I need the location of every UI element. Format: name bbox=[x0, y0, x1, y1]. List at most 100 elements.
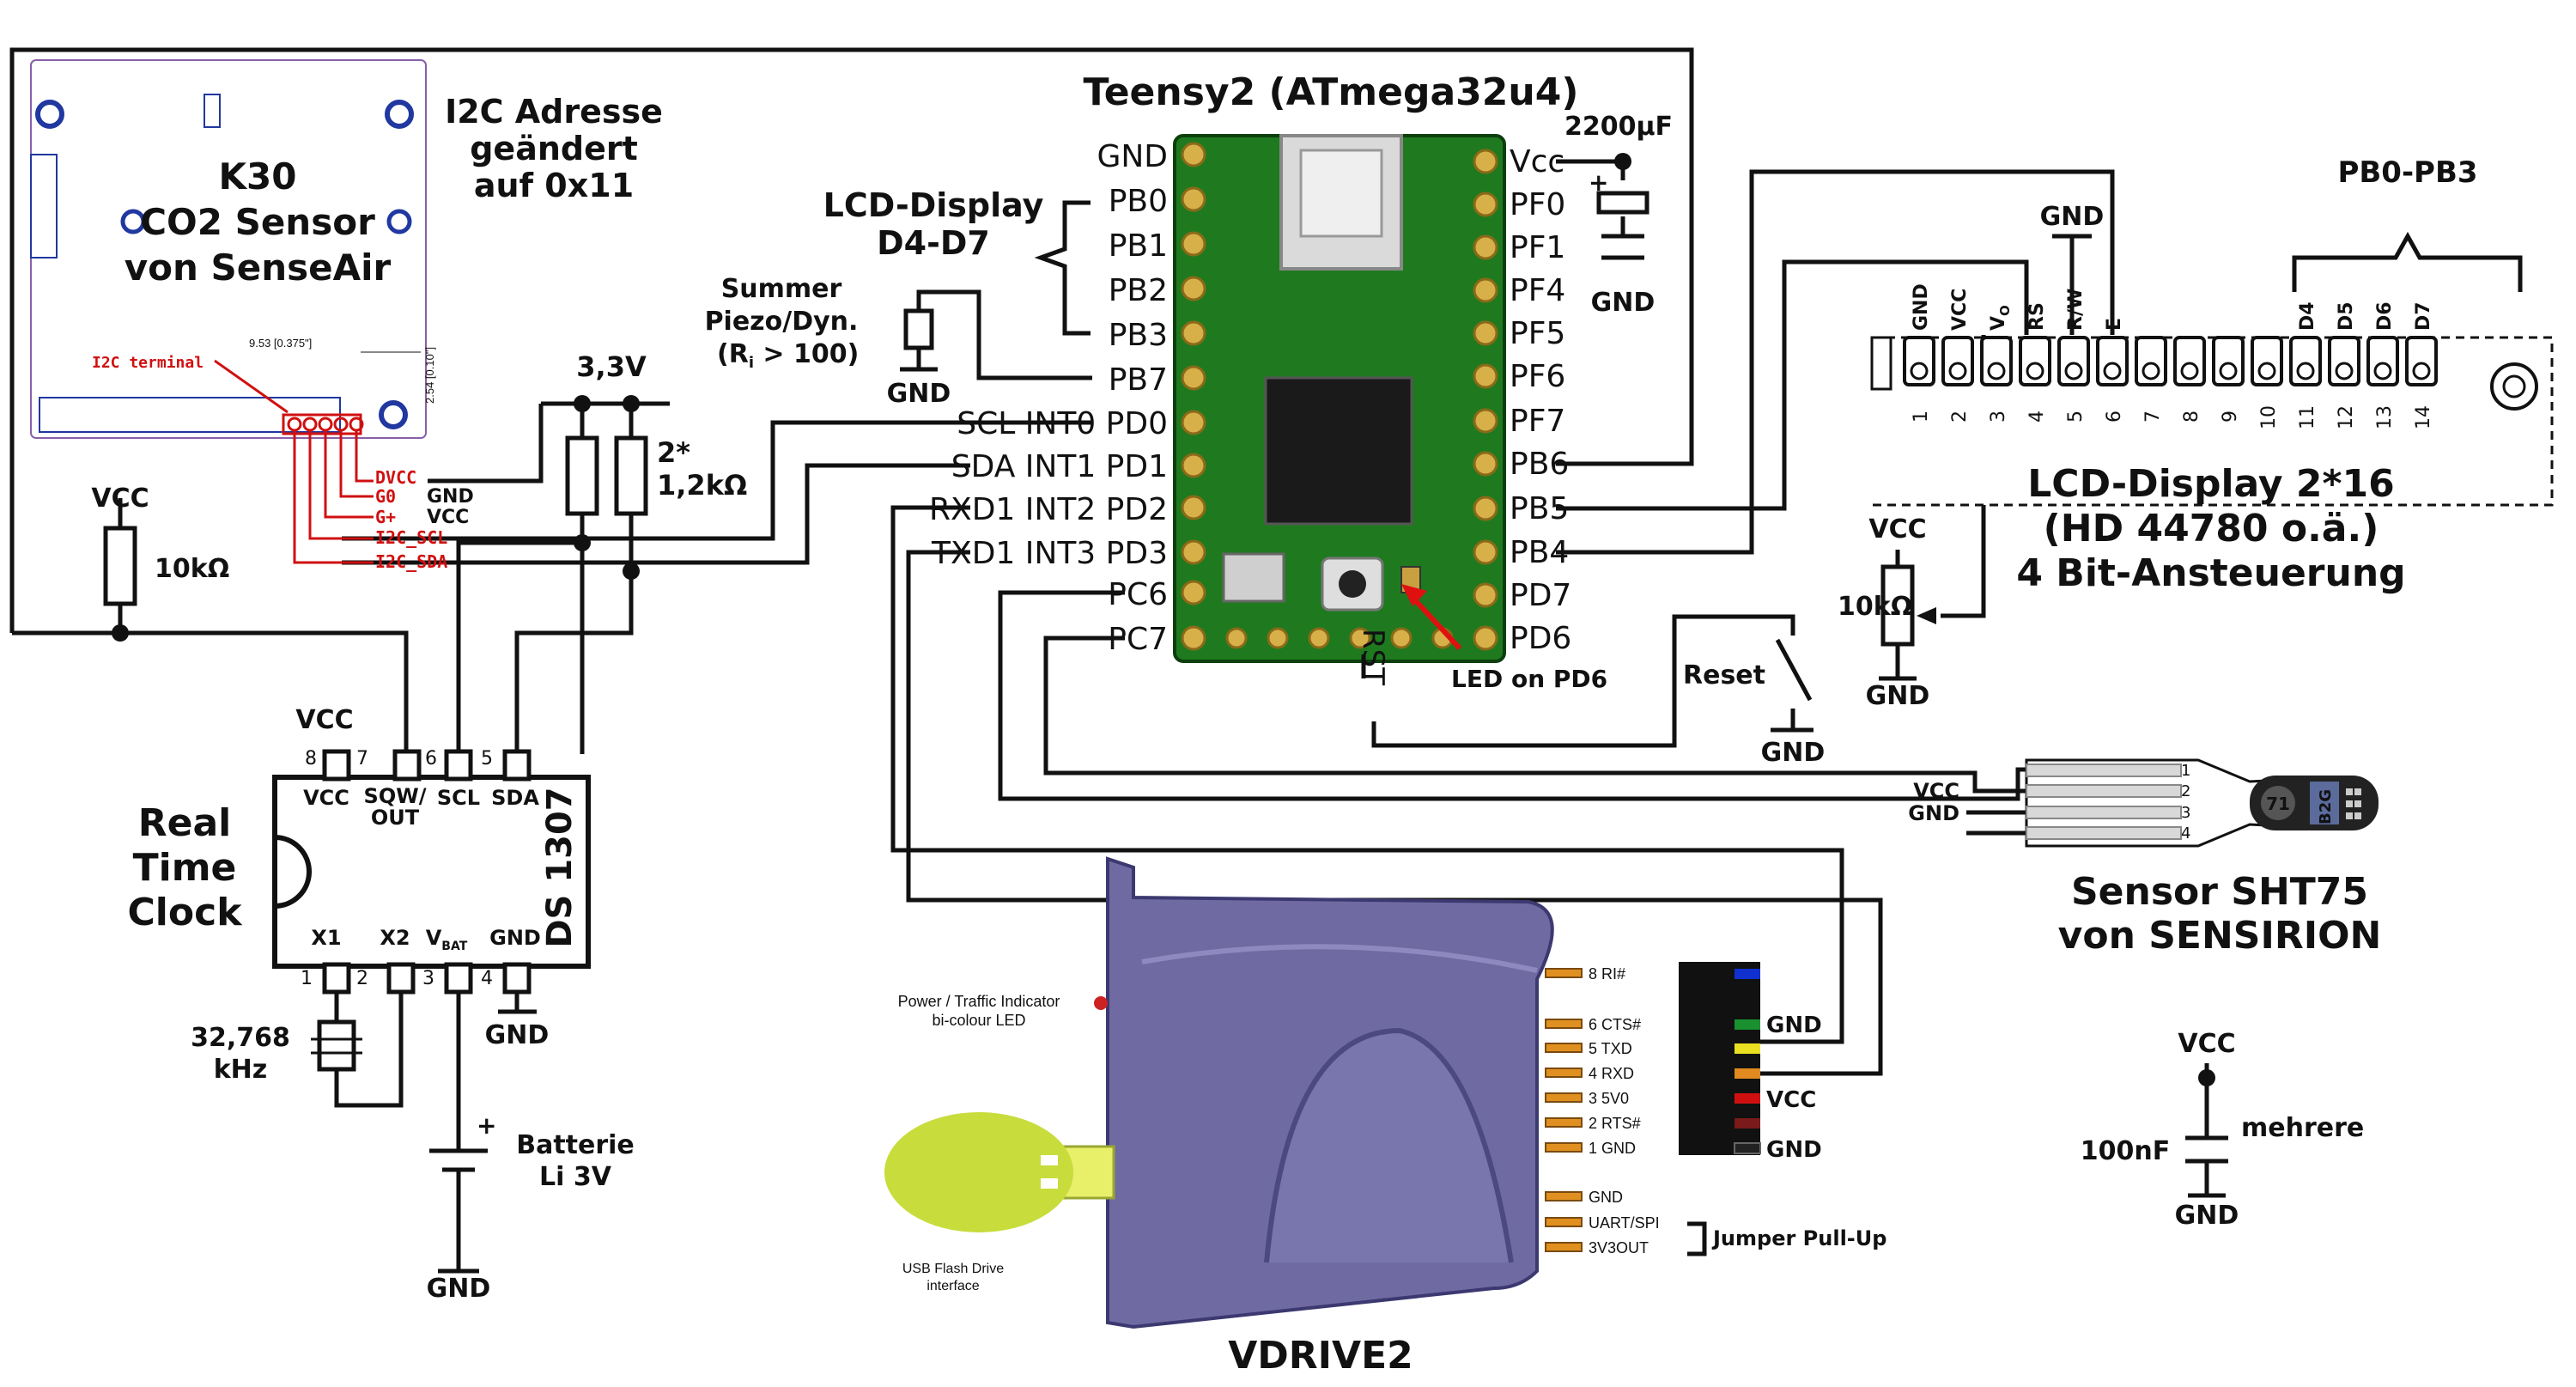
svg-text:X2: X2 bbox=[380, 926, 410, 950]
k30-pullup-value: 10kΩ bbox=[155, 554, 229, 584]
svg-text:GND: GND bbox=[1589, 1189, 1623, 1206]
svg-text:OUT: OUT bbox=[371, 806, 420, 830]
g0-gnd-note: GND bbox=[427, 486, 474, 508]
svg-text:GND: GND bbox=[489, 926, 541, 950]
battery-label: Batterie bbox=[516, 1130, 635, 1160]
svg-text:D5: D5 bbox=[2336, 301, 2357, 331]
decoupling-gnd: GND bbox=[2175, 1201, 2239, 1231]
svg-text:RXD1 INT2 PD2: RXD1 INT2 PD2 bbox=[929, 492, 1168, 527]
svg-text:PB0: PB0 bbox=[1109, 184, 1168, 219]
usb-label: USB Flash Drive bbox=[902, 1262, 1004, 1276]
svg-text:3: 3 bbox=[1988, 411, 2009, 423]
svg-text:1 GND: 1 GND bbox=[1589, 1140, 1636, 1157]
svg-text:5: 5 bbox=[2065, 411, 2087, 423]
pin-dvcc: DVCC bbox=[375, 467, 416, 488]
svg-text:8 RI#: 8 RI# bbox=[1589, 965, 1625, 982]
power-led-label: Power / Traffic Indicator bbox=[898, 993, 1060, 1010]
led-arrow-icon bbox=[1401, 584, 1427, 606]
rtc-ds1307: DS 1307 VCC SQW/ OUT SCL SDA X1 X2 VBAT … bbox=[272, 748, 591, 995]
rtc-title-1: Real bbox=[138, 801, 232, 845]
sht75-gnd: GND bbox=[1908, 801, 1959, 825]
crystal-unit: kHz bbox=[214, 1055, 268, 1085]
decoupling-note: mehrere bbox=[2241, 1113, 2364, 1143]
jumper-label: Jumper Pull-Up bbox=[1711, 1226, 1886, 1250]
svg-text:5 TXD: 5 TXD bbox=[1589, 1040, 1632, 1057]
pin-g0: G0 bbox=[375, 486, 396, 507]
sht75-vcc: VCC bbox=[1913, 779, 1959, 803]
gnd-rw: GND bbox=[2040, 202, 2105, 232]
crystal bbox=[317, 1019, 356, 1072]
svg-text:D7: D7 bbox=[2413, 301, 2434, 331]
vdrive-gnd-cts: GND bbox=[1766, 1013, 1822, 1038]
teensy-pads-bottom bbox=[1225, 627, 1454, 649]
svg-text:PB7: PB7 bbox=[1109, 362, 1168, 398]
svg-text:(Ri > 100): (Ri > 100) bbox=[717, 339, 859, 372]
svg-text:4: 4 bbox=[2181, 824, 2190, 843]
svg-text:5: 5 bbox=[481, 748, 493, 770]
svg-text:2: 2 bbox=[1949, 411, 1971, 423]
svg-text:SCL INT0 PD0: SCL INT0 PD0 bbox=[957, 406, 1168, 441]
svg-text:PB2: PB2 bbox=[1109, 273, 1168, 308]
svg-text:1: 1 bbox=[1911, 411, 1932, 423]
svg-text:Summer: Summer bbox=[721, 274, 842, 304]
svg-text:I2C Adresse: I2C Adresse bbox=[445, 93, 663, 131]
potentiometer-contrast bbox=[1880, 564, 1915, 647]
svg-text:1: 1 bbox=[301, 968, 313, 989]
led-label: LED on PD6 bbox=[1451, 665, 1607, 693]
svg-text:TXD1 INT3 PD3: TXD1 INT3 PD3 bbox=[931, 536, 1168, 571]
svg-text:PF7: PF7 bbox=[1510, 404, 1565, 439]
rtc-chip-name: DS 1307 bbox=[540, 787, 580, 947]
battery-voltage: Li 3V bbox=[539, 1162, 612, 1192]
svg-text:PC7: PC7 bbox=[1108, 622, 1168, 657]
svg-text:VBAT: VBAT bbox=[426, 926, 468, 953]
svg-text:3 5V0: 3 5V0 bbox=[1589, 1090, 1629, 1107]
i2c-terminal-label: I2C terminal bbox=[92, 354, 204, 372]
resistor-pullup-scl bbox=[565, 435, 599, 516]
svg-text:4: 4 bbox=[2026, 411, 2048, 423]
svg-text:PF1: PF1 bbox=[1510, 230, 1565, 265]
svg-text:7: 7 bbox=[2142, 411, 2164, 423]
vdrive-vcc: VCC bbox=[1766, 1087, 1816, 1113]
svg-text:PF4: PF4 bbox=[1510, 273, 1565, 308]
mount-hole-icon bbox=[385, 100, 414, 129]
svg-text:4: 4 bbox=[481, 968, 493, 989]
teensy-right-labels: Vcc PF0 PF1 PF4 PF5 PF6 PF7 PB6 PB5 PB4 … bbox=[1510, 144, 1571, 656]
vcc-label: VCC bbox=[91, 484, 149, 514]
svg-text:PF0: PF0 bbox=[1510, 187, 1565, 222]
svg-text:2 RTS#: 2 RTS# bbox=[1589, 1115, 1641, 1132]
vdrive-title: VDRIVE2 bbox=[1228, 1334, 1413, 1378]
summer-label: Summer Piezo/Dyn. (Ri > 100) GND bbox=[705, 274, 951, 409]
rtc-title-3: Clock bbox=[128, 891, 244, 934]
svg-text:2: 2 bbox=[2181, 782, 2190, 800]
svg-text:6: 6 bbox=[2104, 411, 2125, 423]
svg-text:geändert: geändert bbox=[470, 130, 638, 167]
svg-text:4 RXD: 4 RXD bbox=[1589, 1065, 1634, 1082]
svg-text:X1: X1 bbox=[311, 926, 341, 950]
lcd-bus-label: PB0-PB3 bbox=[2337, 155, 2477, 190]
capacitor-2200uf-value: 2200µF bbox=[1564, 112, 1673, 142]
teensy-title: Teensy2 (ATmega32u4) bbox=[1084, 70, 1579, 114]
svg-text:11: 11 bbox=[2297, 405, 2318, 429]
battery-plus: + bbox=[477, 1111, 496, 1140]
svg-text:PB3: PB3 bbox=[1109, 318, 1168, 353]
sht75-chip-code: B2G bbox=[2317, 789, 2335, 824]
svg-text:VO: VO bbox=[1988, 305, 2013, 331]
svg-text:3: 3 bbox=[2181, 804, 2190, 822]
pullup-value: 1,2kΩ bbox=[657, 469, 747, 502]
teensy-board: Teensy2 (ATmega32u4) RST LED on PD6 bbox=[1084, 70, 1608, 693]
svg-text:UART/SPI: UART/SPI bbox=[1589, 1214, 1660, 1232]
svg-text:GND: GND bbox=[1911, 283, 1932, 331]
lcd-mode: 4 Bit-Ansteuerung bbox=[2016, 551, 2405, 595]
pin-gplus: G+ bbox=[375, 507, 396, 527]
gnd-cap: GND bbox=[1591, 288, 1656, 318]
rtc-vcc: VCC bbox=[295, 705, 353, 735]
svg-text:7: 7 bbox=[356, 748, 368, 770]
svg-text:PD7: PD7 bbox=[1510, 578, 1571, 613]
gnd-summer: GND bbox=[887, 379, 951, 409]
junction-dots bbox=[112, 153, 2215, 1086]
svg-text:D4: D4 bbox=[2297, 301, 2318, 331]
svg-text:PD6: PD6 bbox=[1510, 621, 1571, 656]
resistor-10k bbox=[103, 526, 137, 606]
svg-text:PB1: PB1 bbox=[1109, 228, 1168, 264]
